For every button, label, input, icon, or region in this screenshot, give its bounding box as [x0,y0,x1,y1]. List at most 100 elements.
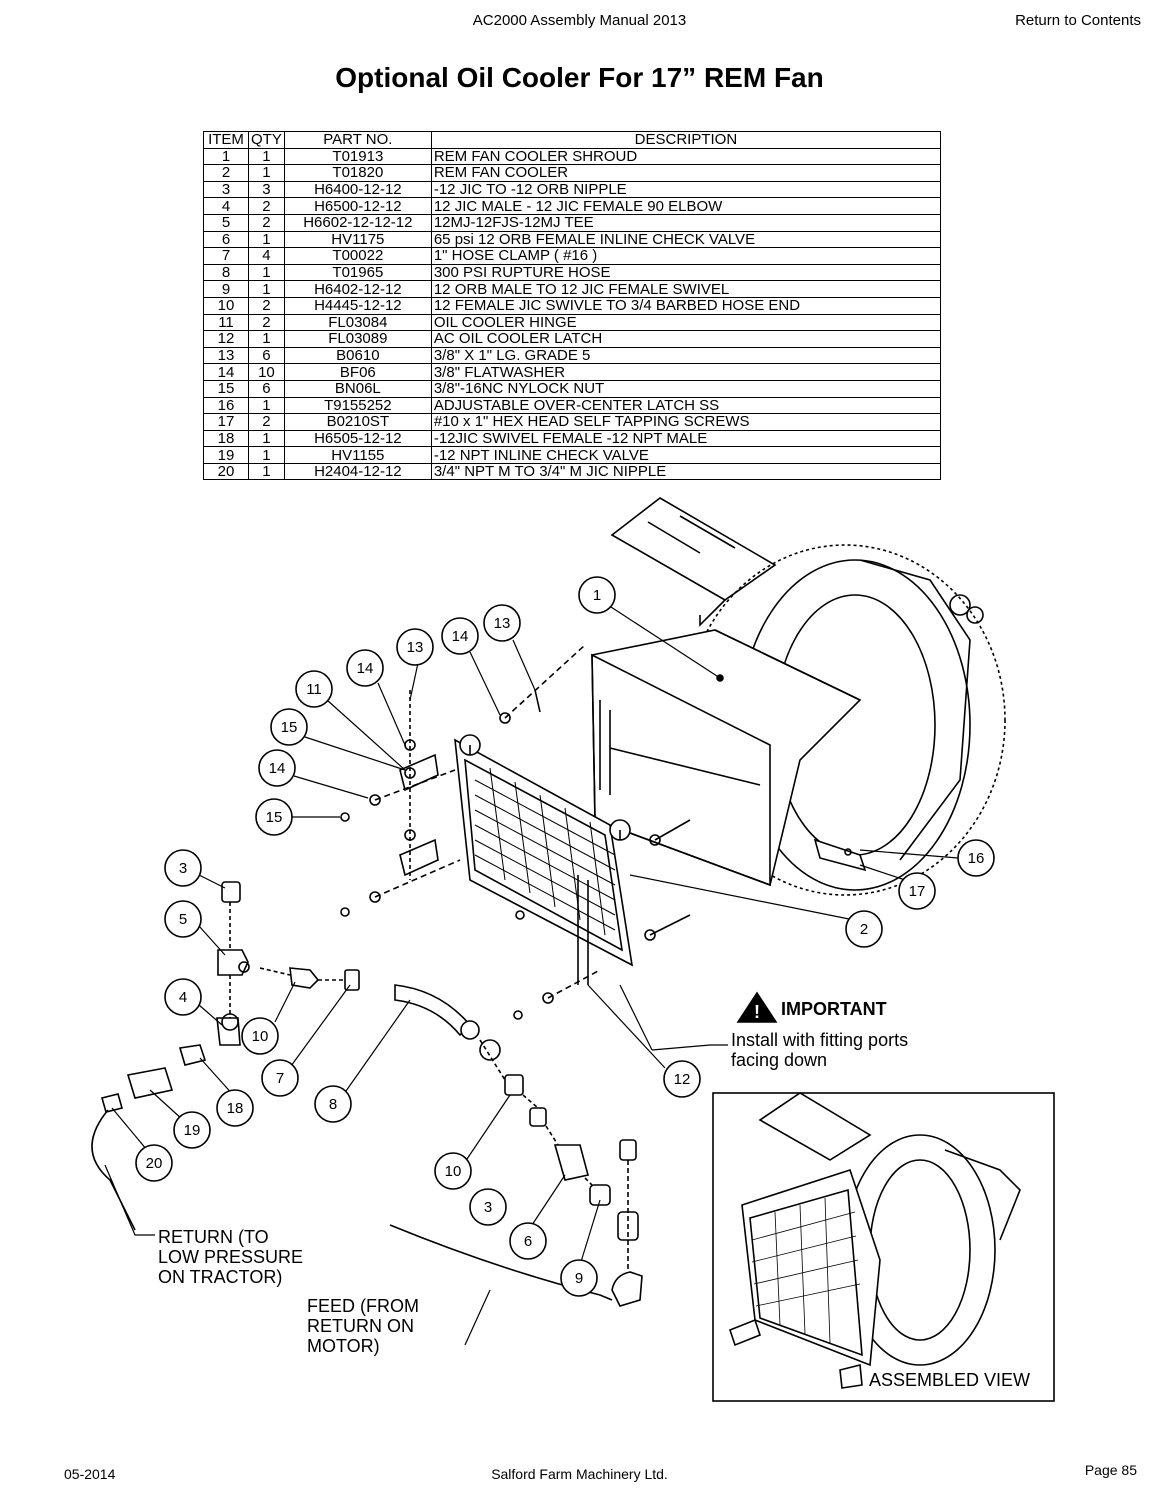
description-cell: 1" HOSE CLAMP ( #16 ) [430,247,942,265]
item-cell: 16 [203,396,249,415]
callout-4: 4 [179,989,187,1006]
qty-cell: 6 [248,379,285,398]
description-cell: REM FAN COOLER SHROUD [430,147,942,166]
manual-title: AC2000 Assembly Manual 2013 [472,12,687,29]
important-note-line-2: facing down [731,1050,827,1070]
qty-cell: 1 [248,230,285,249]
part-no-cell: H6402-12-12 [283,280,432,298]
qty-cell: 1 [248,164,285,182]
callout-7: 7 [276,1070,284,1087]
part-no-cell: HV1175 [283,230,432,249]
item-cell: 14 [203,363,249,381]
page-title: Optional Oil Cooler For 17” REM Fan [335,62,824,93]
description-cell: -12 NPT INLINE CHECK VALVE [430,446,942,464]
item-cell: 9 [203,280,249,298]
hydraulic-fittings [91,881,643,1307]
qty-cell: 3 [248,180,285,199]
callout-17: 17 [909,883,926,900]
part-no-cell: H6500-12-12 [283,197,432,215]
hinge-hardware [340,644,691,1020]
col-qty: QTY [248,131,285,149]
part-no-cell: B0610 [283,346,432,365]
callout-19: 19 [184,1122,201,1139]
description-cell: 12MJ-12FJS-12MJ TEE [430,213,942,232]
qty-cell: 4 [248,247,285,265]
callout-9: 9 [575,1270,583,1287]
description-cell: -12JIC SWIVEL FEMALE -12 NPT MALE [430,429,942,448]
cooler-shroud [591,629,862,887]
description-cell: #10 x 1" HEX HEAD SELF TAPPING SCREWS [430,413,942,431]
callout-circles [135,576,995,1297]
qty-cell: 1 [248,462,285,481]
part-no-cell: BN06L [283,379,432,398]
callout-14: 14 [452,628,469,645]
item-cell: 2 [203,164,249,182]
part-no-cell: T00022 [283,247,432,265]
part-no-cell: H6602-12-12-12 [283,213,432,232]
qty-cell: 1 [248,429,285,448]
part-no-cell: B0210ST [283,413,432,431]
part-no-cell: H2404-12-12 [283,462,432,481]
callout-11: 11 [306,681,322,698]
callout-3: 3 [484,1199,492,1216]
col-description: DESCRIPTION [430,131,942,149]
callout-12: 12 [674,1071,691,1088]
callout-13: 13 [494,615,511,632]
return-note-line-1: RETURN (TO [158,1227,269,1247]
col-item: ITEM [203,131,249,149]
callout-2: 2 [860,921,868,938]
part-no-cell: H4445-12-12 [283,296,432,315]
item-cell: 19 [203,446,249,464]
warning-icon [736,991,778,1023]
rem-fan-drum [684,544,1006,896]
return-to-contents-link[interactable]: Return to Contents [1015,12,1141,29]
item-cell: 1 [203,147,249,166]
item-cell: 8 [203,263,249,282]
return-note-line-2: LOW PRESSURE [158,1247,303,1267]
callout-15: 15 [281,719,298,736]
part-no-cell: HV1155 [283,446,432,464]
part-no-cell: H6505-12-12 [283,429,432,448]
callout-13: 13 [407,639,424,656]
description-cell: 65 psi 12 ORB FEMALE INLINE CHECK VALVE [430,230,942,249]
item-cell: 5 [203,213,249,232]
feed-note-line-1: FEED (FROM [307,1296,419,1316]
callout-10: 10 [252,1028,269,1045]
callout-8: 8 [329,1096,337,1113]
part-no-cell: T01913 [283,147,432,166]
item-cell: 10 [203,296,249,315]
important-label: IMPORTANT [781,999,887,1019]
item-cell: 17 [203,413,249,431]
over-center-latch [813,838,867,872]
footer-page-number: Page 85 [1084,1462,1137,1478]
part-no-cell: FL03089 [283,330,432,348]
callout-18: 18 [227,1100,244,1117]
callout-3: 3 [179,860,187,877]
item-cell: 7 [203,247,249,265]
item-cell: 12 [203,330,249,348]
part-no-cell: T9155252 [283,396,432,415]
qty-cell: 2 [248,296,285,315]
callout-16: 16 [968,850,985,867]
callout-5: 5 [179,911,187,928]
description-cell: 3/8"-16NC NYLOCK NUT [430,379,942,398]
part-no-cell: T01965 [283,263,432,282]
return-note-line-3: ON TRACTOR) [158,1267,282,1287]
exploded-assembly-diagram: ! 1 2 3 5 4 6 7 8 9 10 10 3 11 12 13 13 … [91,497,1055,1402]
item-cell: 20 [203,462,249,481]
part-no-cell: FL03084 [283,313,432,332]
